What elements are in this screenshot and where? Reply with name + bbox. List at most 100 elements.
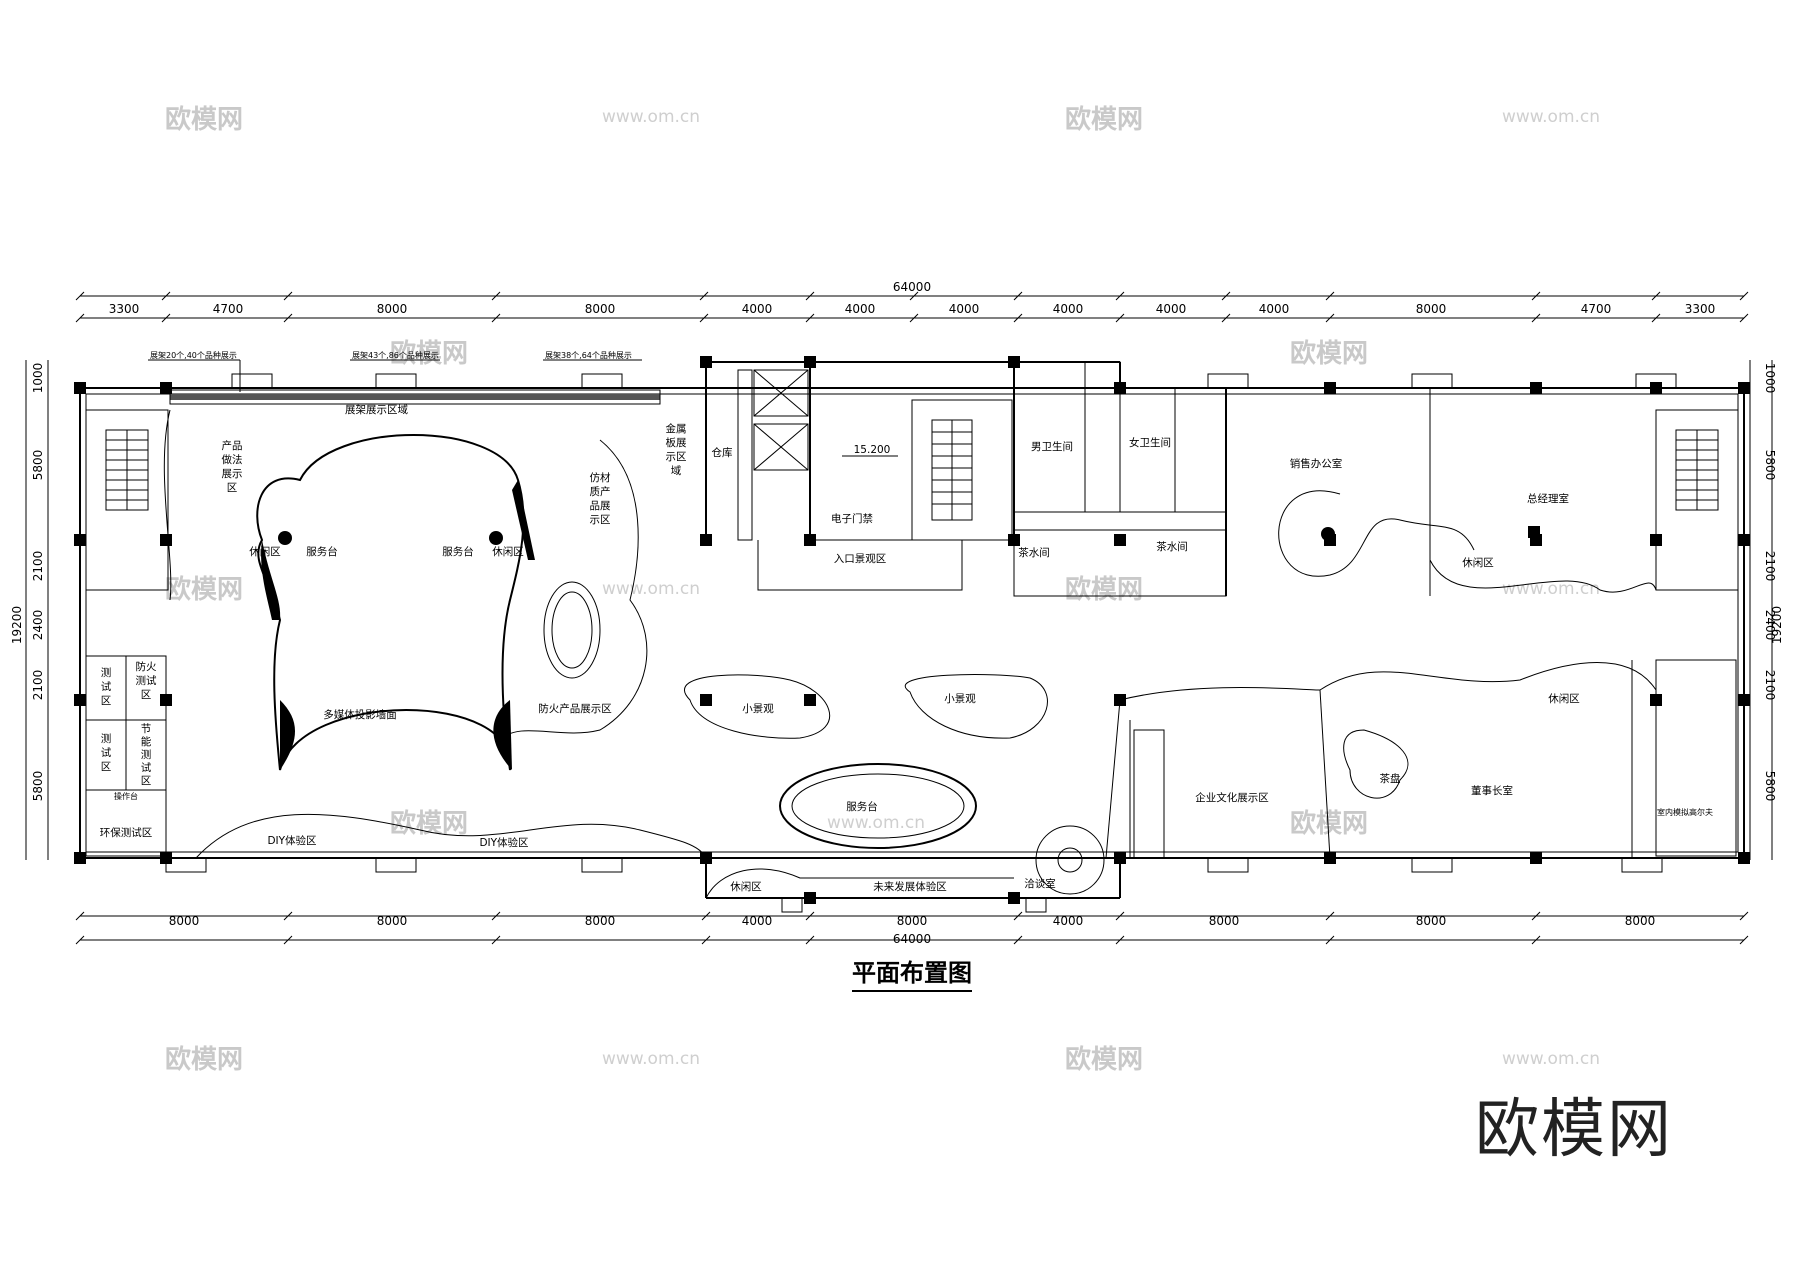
energy-test-label: 节 能 测 试 区 [141, 723, 152, 787]
sales-office-label: 销售办公室 [1290, 457, 1343, 470]
dimension-tick [75, 313, 85, 323]
overall-height-left: 19200 [10, 606, 24, 644]
rest-area-3-label: 休闲区 [1462, 556, 1494, 569]
dimension-tick [1013, 313, 1023, 323]
left-dimension-labels: 1000 5800 2100 2400 2100 5800 [31, 363, 45, 802]
svg-text:金属: 金属 [666, 422, 687, 435]
dimension-tick [701, 911, 711, 921]
svg-text:能: 能 [141, 735, 152, 748]
lower-right-zone [1105, 660, 1657, 859]
stair-center [911, 399, 1013, 541]
tea-room-1-label: 茶水间 [1018, 546, 1050, 559]
culture-zone-label: 企业文化展示区 [1195, 791, 1269, 804]
column-marker [1738, 694, 1750, 706]
column-marker [1324, 382, 1336, 394]
dimension-tick [1531, 935, 1541, 945]
exhibition-hall-left [163, 409, 648, 771]
svg-text:节: 节 [141, 723, 152, 735]
womens-wc-label: 女卫生间 [1129, 436, 1171, 449]
watermark-url: www.om.cn [602, 579, 700, 599]
dimension-tick [1115, 291, 1125, 301]
tea-room-2-label: 茶水间 [1156, 540, 1188, 553]
negotiation-room-label: 洽谈室 [1024, 877, 1056, 890]
diy-area-2-label: DIY体验区 [479, 836, 528, 849]
test-area-2-label: 测 试 区 [101, 732, 112, 773]
dimension-tick [161, 313, 171, 323]
operation-desk-label: 操作台 [114, 791, 138, 801]
dim-bottom-5: 8000 [897, 914, 928, 928]
restrooms [1013, 361, 1227, 513]
column-marker [804, 356, 816, 368]
dimension-tick [283, 935, 293, 945]
dimension-tick [805, 291, 815, 301]
dimension-tick [1651, 313, 1661, 323]
dimension-tick [1325, 313, 1335, 323]
dimension-lines [25, 291, 1773, 945]
svg-text:仿材: 仿材 [590, 471, 611, 484]
dim-top-11: 8000 [1416, 302, 1447, 316]
rest-area-1-label: 休闲区 [249, 545, 281, 558]
entry-landscape [757, 539, 963, 591]
diy-area-1-label: DIY体验区 [267, 834, 316, 847]
dimension-tick [1013, 935, 1023, 945]
column-marker [74, 694, 86, 706]
svg-text:区: 区 [101, 761, 112, 773]
dim-left-4: 2400 [31, 610, 45, 641]
dim-top-13: 3300 [1685, 302, 1716, 316]
dimension-tick [699, 313, 709, 323]
svg-text:示区: 示区 [590, 514, 611, 526]
svg-text:做法: 做法 [222, 453, 243, 466]
product-method-label: 产品 做法 展示 区 [222, 439, 243, 494]
column-marker [1008, 892, 1020, 904]
brand-logo-text: 欧模网 [1475, 1093, 1673, 1167]
svg-text:区: 区 [227, 482, 238, 494]
svg-text:测: 测 [141, 748, 152, 761]
dim-bottom-3: 8000 [585, 914, 616, 928]
test-rooms [85, 655, 167, 857]
dimension-tick [1221, 291, 1231, 301]
watermark-layer: 欧模网 www.om.cn 欧模网 www.om.cn 欧模网 欧模网 欧模网 … [165, 104, 1600, 1075]
shelf-note-1: 展架20个,40个品种展示 [150, 350, 237, 360]
dimension-tick [1531, 313, 1541, 323]
svg-text:区: 区 [141, 689, 152, 701]
shelf-note-2: 展架43个,86个品种展示 [352, 350, 439, 360]
elevator-core [737, 369, 809, 541]
dimension-tick [491, 313, 501, 323]
dimension-tick [1739, 935, 1749, 945]
dimension-tick [805, 911, 815, 921]
chairman-office-label: 董事长室 [1471, 784, 1513, 797]
golf-label: 室内模拟高尔夫 [1657, 807, 1713, 817]
dim-top-9: 4000 [1156, 302, 1187, 316]
svg-text:展示: 展示 [222, 468, 243, 480]
svg-text:区: 区 [141, 775, 152, 787]
column-marker [160, 534, 172, 546]
watermark-text: 欧模网 [1065, 574, 1143, 605]
watermark-text: 欧模网 [165, 104, 243, 135]
column-marker [804, 892, 816, 904]
column-marker [1738, 534, 1750, 546]
svg-text:测试: 测试 [136, 674, 157, 687]
dimension-tick [909, 313, 919, 323]
dimension-tick [75, 291, 85, 301]
rest-area-4-label: 休闲区 [1548, 692, 1580, 705]
watermark-text: 欧模网 [1065, 104, 1143, 135]
fire-test-label: 防火 测试 区 [136, 660, 157, 701]
dim-top-8: 4000 [1053, 302, 1084, 316]
dimension-tick [1531, 291, 1541, 301]
column-marker [1114, 852, 1126, 864]
dim-top-2: 4700 [213, 302, 244, 316]
column-marker [74, 534, 86, 546]
svg-text:域: 域 [671, 464, 682, 477]
dim-right-5: 2100 [1763, 670, 1777, 701]
drawing-title-block: 平面布置图 [852, 953, 972, 992]
svg-text:产品: 产品 [222, 439, 243, 452]
dimension-tick [1531, 911, 1541, 921]
dimension-tick [1325, 291, 1335, 301]
dimension-tick [1739, 313, 1749, 323]
dimension-tick [161, 291, 171, 301]
tea-tray-label: 茶盘 [1380, 772, 1402, 785]
dim-bottom-2: 8000 [377, 914, 408, 928]
entry-landscape-label: 入口景观区 [834, 553, 887, 565]
small-landscape-2-label: 小景观 [944, 693, 976, 705]
